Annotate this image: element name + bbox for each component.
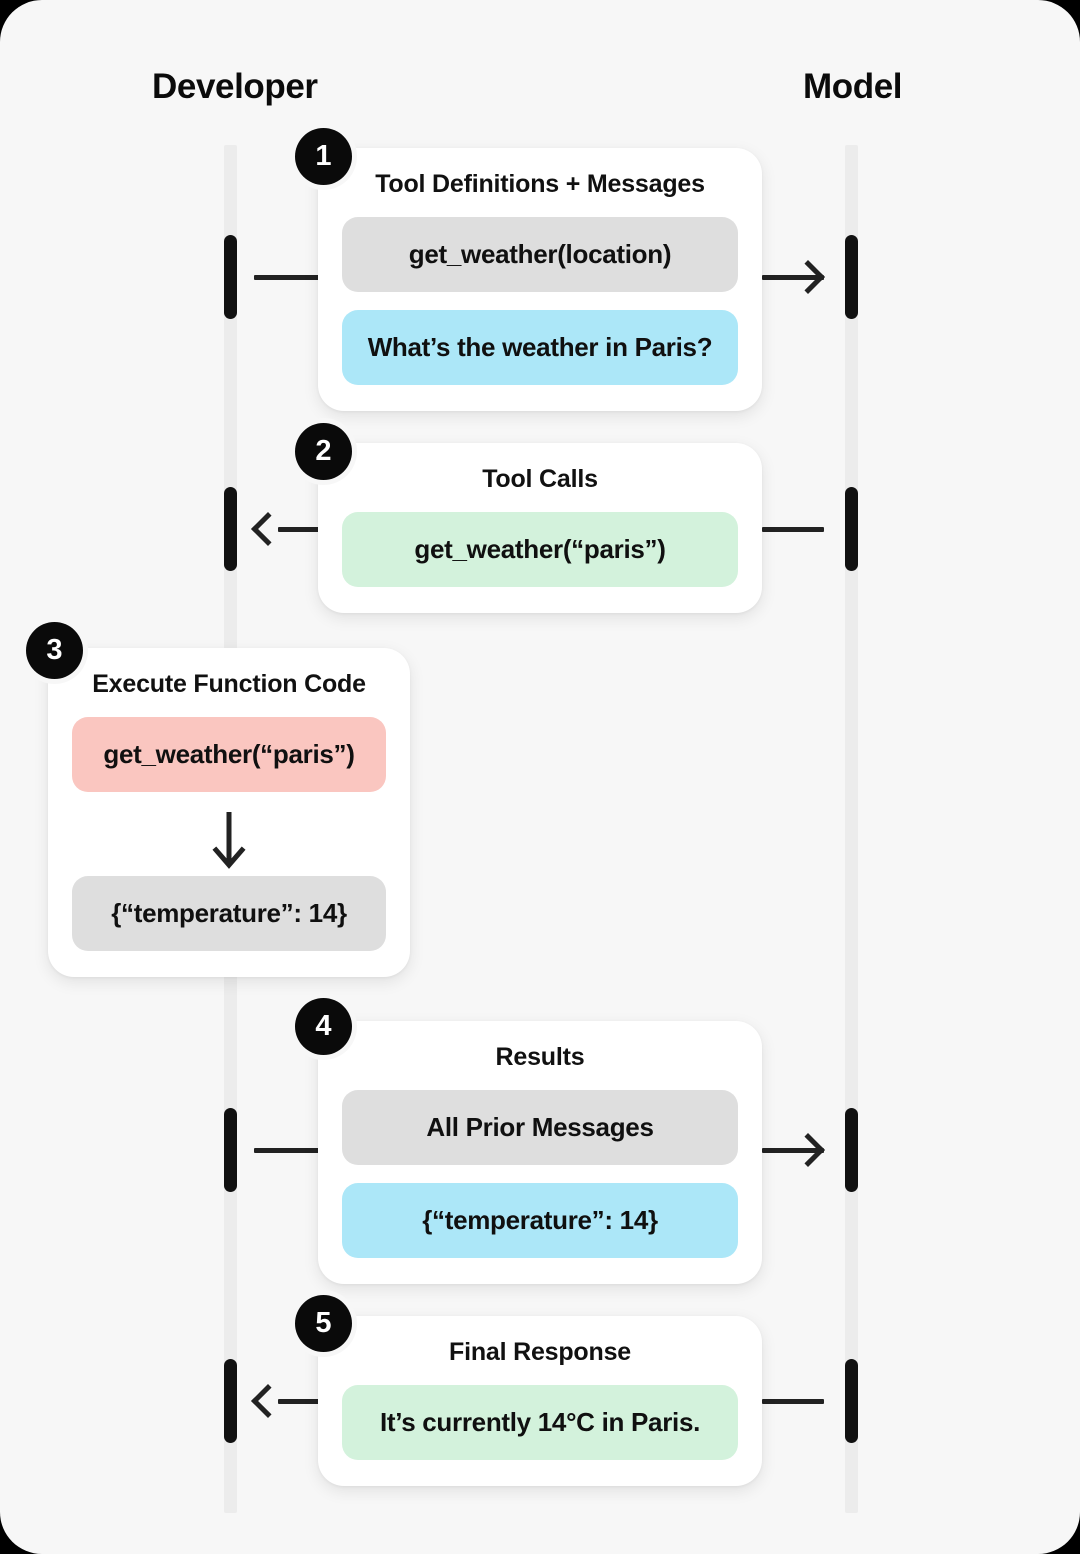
- step-card-2-chip-tool-call: get_weather(“paris”): [342, 512, 738, 587]
- activation-bar-developer-step1: [224, 235, 237, 319]
- step-card-3-chip-function-invocation: get_weather(“paris”): [72, 717, 386, 792]
- connector-line-step2-left: [278, 527, 326, 532]
- step-card-1-chip-user-message: What’s the weather in Paris?: [342, 310, 738, 385]
- activation-bar-model-step1: [845, 235, 858, 319]
- activation-bar-model-step2: [845, 487, 858, 571]
- arrowhead-step1-to-model: [791, 260, 825, 294]
- step-card-5-title: Final Response: [449, 1338, 631, 1366]
- connector-line-step2-right: [762, 527, 824, 532]
- step-card-4: Results All Prior Messages {“temperature…: [318, 1021, 762, 1284]
- step-card-4-chip-prior-messages: All Prior Messages: [342, 1090, 738, 1165]
- connector-line-step5-left: [278, 1399, 326, 1404]
- arrowhead-step5-to-developer: [251, 1384, 285, 1418]
- step-badge-3: 3: [26, 622, 83, 679]
- actor-label-developer: Developer: [152, 67, 318, 106]
- connector-line-step1-right: [762, 275, 824, 280]
- step-card-4-title: Results: [495, 1043, 585, 1071]
- step-card-4-chip-tool-result: {“temperature”: 14}: [342, 1183, 738, 1258]
- step-badge-4: 4: [295, 998, 352, 1055]
- activation-bar-developer-step2: [224, 487, 237, 571]
- step-card-3-title: Execute Function Code: [92, 670, 366, 698]
- step-card-5: Final Response It’s currently 14°C in Pa…: [318, 1316, 762, 1486]
- step-card-1: Tool Definitions + Messages get_weather(…: [318, 148, 762, 411]
- arrowhead-step2-to-developer: [251, 512, 285, 546]
- actor-label-model: Model: [803, 67, 903, 106]
- step-card-2: Tool Calls get_weather(“paris”): [318, 443, 762, 613]
- step-card-2-title: Tool Calls: [482, 465, 598, 493]
- activation-bar-developer-step5: [224, 1359, 237, 1443]
- step-card-5-chip-final-answer: It’s currently 14°C in Paris.: [342, 1385, 738, 1460]
- activation-bar-model-step5: [845, 1359, 858, 1443]
- activation-bar-developer-step4: [224, 1108, 237, 1192]
- connector-line-step1-left: [254, 275, 326, 280]
- connector-line-step4-right: [762, 1148, 824, 1153]
- step-badge-5: 5: [295, 1295, 352, 1352]
- step-badge-1: 1: [295, 128, 352, 185]
- activation-bar-model-step4: [845, 1108, 858, 1192]
- arrowhead-step4-to-model: [791, 1133, 825, 1167]
- step-card-1-chip-tool-definition: get_weather(location): [342, 217, 738, 292]
- connector-line-step4-left: [254, 1148, 326, 1153]
- step-card-1-title: Tool Definitions + Messages: [375, 170, 705, 198]
- lifeline-model: [845, 145, 858, 1513]
- step-card-3: Execute Function Code get_weather(“paris…: [48, 648, 410, 977]
- down-arrow-icon: [72, 810, 386, 872]
- connector-line-step5-right: [762, 1399, 824, 1404]
- step-card-3-chip-function-result: {“temperature”: 14}: [72, 876, 386, 951]
- step-badge-2: 2: [295, 423, 352, 480]
